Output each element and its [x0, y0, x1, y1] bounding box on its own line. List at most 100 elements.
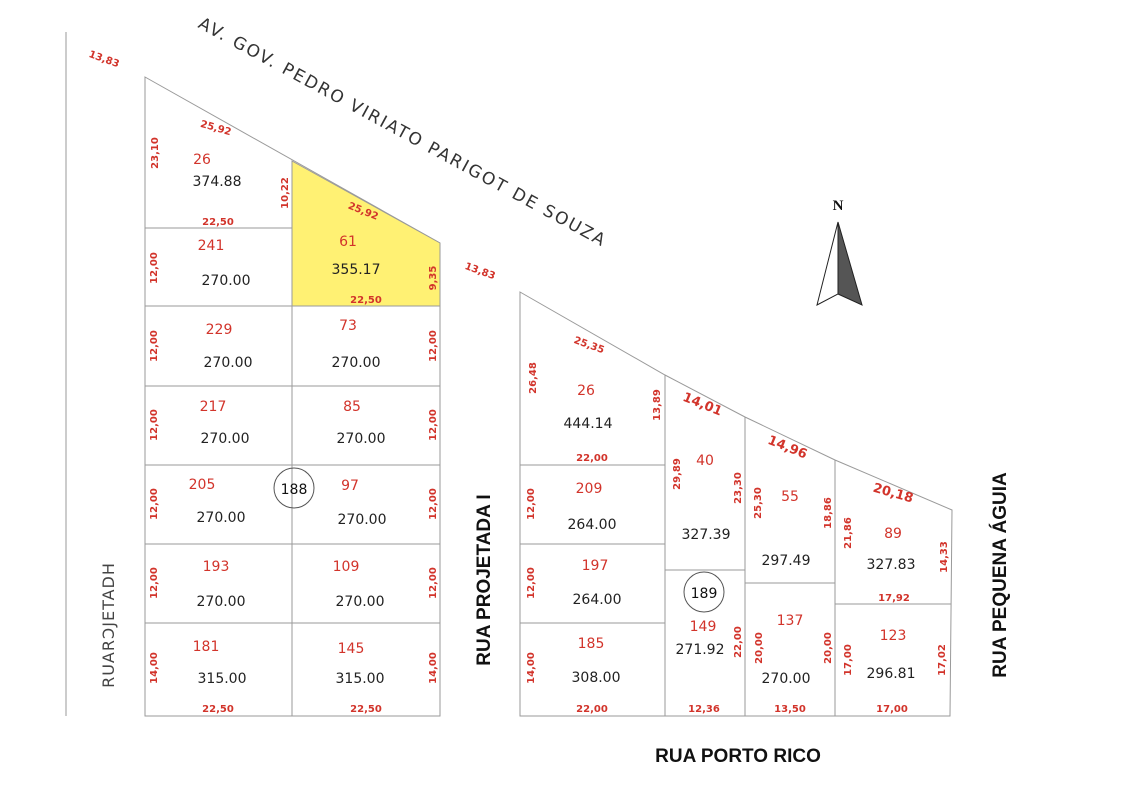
dimension-label: 9,35 — [428, 266, 439, 291]
dimension-label: 12,00 — [526, 567, 537, 599]
dimension-label: 21,86 — [843, 517, 854, 549]
lot-number: 193 — [203, 559, 230, 575]
lot-area: 308.00 — [572, 670, 621, 686]
lot-area: 270.00 — [337, 431, 386, 447]
dimension-label: 14,33 — [939, 541, 950, 573]
lot-area: 270.00 — [197, 510, 246, 526]
lot-number: 26 — [577, 383, 595, 399]
lot-number: 181 — [193, 639, 220, 655]
dimension-label: 25,30 — [753, 487, 764, 519]
lot-area: 270.00 — [201, 431, 250, 447]
dimension-label: 13,83 — [87, 49, 121, 70]
dimension-label: 29,89 — [672, 458, 683, 490]
dimension-label: 17,00 — [843, 644, 854, 676]
dimension-label: 12,00 — [526, 488, 537, 520]
block-188-outline — [144, 76, 441, 717]
lot-number: 73 — [339, 318, 357, 334]
lot-number: 109 — [333, 559, 360, 575]
bottom-street-name: RUA PORTO RICO — [655, 746, 821, 767]
dimension-label: 14,00 — [428, 652, 439, 684]
lot-number: 149 — [690, 619, 717, 635]
left-street-name: RUARƆJETADH — [99, 562, 118, 688]
lot-number: 185 — [578, 636, 605, 652]
dimension-label: 12,00 — [428, 330, 439, 362]
north-arrow-icon: N — [816, 198, 863, 306]
lot-area: 264.00 — [573, 592, 622, 608]
dimension-label: 20,00 — [823, 632, 834, 664]
dimension-label: 25,92 — [199, 119, 232, 138]
middle-street-name: RUA PROJETADA I — [474, 494, 495, 665]
block-188-circle — [273, 467, 315, 509]
lot-number: 209 — [576, 481, 603, 497]
dimension-label: 12,00 — [149, 409, 160, 441]
lot-area: 270.00 — [197, 594, 246, 610]
lot-number: 145 — [338, 641, 365, 657]
lot-area: 327.83 — [867, 557, 916, 573]
dimension-label: 10,22 — [280, 177, 291, 209]
dimension-label: 18,86 — [823, 497, 834, 529]
lot-area: 297.49 — [762, 553, 811, 569]
dimension-label: 22,00 — [576, 453, 608, 464]
lot-area: 315.00 — [336, 671, 385, 687]
lot-number: 55 — [781, 489, 799, 505]
lot-area: 355.17 — [332, 262, 381, 278]
lot-number: 40 — [696, 453, 714, 469]
dimension-label: 12,36 — [688, 704, 720, 715]
lot-number: 26 — [193, 152, 211, 168]
lot-area: 270.00 — [202, 273, 251, 289]
lot-area: 374.88 — [193, 174, 242, 190]
lot-area: 270.00 — [338, 512, 387, 528]
dimension-label: 22,00 — [733, 626, 744, 658]
lot-number: 197 — [582, 558, 609, 574]
lot-number: 85 — [343, 399, 361, 415]
lot-number: 241 — [198, 238, 225, 254]
dimension-label: 23,30 — [733, 472, 744, 504]
lot-area: 271.92 — [676, 642, 725, 658]
dimension-label: 13,83 — [463, 261, 497, 282]
lot-number: 217 — [200, 399, 227, 415]
right-street-name: RUA PEQUENA ÁGUIA — [989, 472, 1011, 678]
lot-number: 89 — [884, 526, 902, 542]
lot-area: 444.14 — [564, 416, 613, 432]
dimension-label: 23,10 — [150, 137, 161, 169]
dimension-label: 22,00 — [576, 704, 608, 715]
dimension-label: 13,50 — [774, 704, 806, 715]
dimension-label: 12,00 — [428, 567, 439, 599]
lot-area: 270.00 — [332, 355, 381, 371]
dimension-label: 17,02 — [937, 644, 948, 676]
dimension-label: 26,48 — [528, 362, 539, 394]
lot-area: 327.39 — [682, 527, 731, 543]
dimension-label: 12,00 — [149, 330, 160, 362]
block-188-label: 188 — [281, 482, 308, 498]
block-189-circle — [683, 571, 725, 613]
north-label: N — [833, 198, 844, 214]
lot-area: 270.00 — [204, 355, 253, 371]
lot-61-highlight[interactable] — [291, 160, 441, 307]
lot-number: 137 — [777, 613, 804, 629]
avenue-name: AV. GOV. PEDRO VIRIATO PARIGOT DE SOUZA — [195, 14, 610, 252]
dimension-label: 14,00 — [526, 652, 537, 684]
block-189-label: 189 — [691, 586, 718, 602]
block-189-outline — [519, 291, 953, 717]
dimension-label: 17,00 — [876, 704, 908, 715]
lot-number: 229 — [206, 322, 233, 338]
dimension-label: 12,00 — [149, 567, 160, 599]
dimension-label: 12,00 — [149, 252, 160, 284]
dimension-label: 17,92 — [878, 593, 910, 604]
dimension-label: 22,50 — [350, 704, 382, 715]
dimension-label: 20,00 — [754, 632, 765, 664]
lot-area: 315.00 — [198, 671, 247, 687]
lot-number: 97 — [341, 478, 359, 494]
dimension-label: 12,00 — [428, 488, 439, 520]
dimension-label: 12,00 — [428, 409, 439, 441]
dimension-label: 13,89 — [652, 389, 663, 421]
lot-area: 264.00 — [568, 517, 617, 533]
dimension-label: 14,00 — [149, 652, 160, 684]
dimension-label: 22,50 — [350, 295, 382, 306]
dimension-label: 22,50 — [202, 217, 234, 228]
lot-number: 61 — [339, 234, 357, 250]
dimension-label: 22,50 — [202, 704, 234, 715]
lot-area: 270.00 — [336, 594, 385, 610]
dimension-label: 12,00 — [149, 488, 160, 520]
